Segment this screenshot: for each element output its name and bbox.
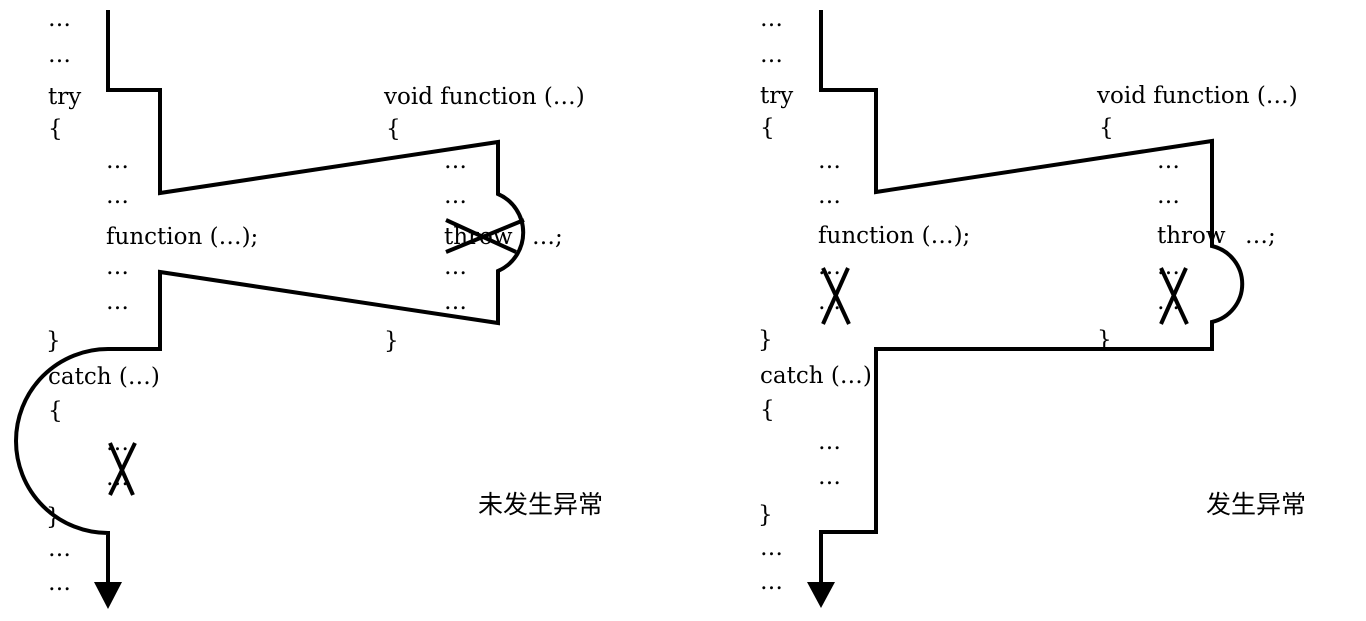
- ellipsis: …: [818, 254, 841, 280]
- catch-keyword: catch (…): [760, 363, 872, 389]
- ellipsis: …: [818, 464, 841, 490]
- ellipsis: …: [444, 183, 467, 209]
- execution-flow-line: [819, 10, 1245, 582]
- ellipsis: …: [106, 183, 129, 209]
- function-declaration: void function (…): [383, 84, 585, 110]
- ellipsis: …: [444, 148, 467, 174]
- flow-arrow-head: [807, 582, 835, 608]
- ellipsis: …: [106, 148, 129, 174]
- ellipsis: …: [1157, 254, 1180, 280]
- caption-no-exception: 未发生异常: [478, 490, 603, 519]
- panel-no-exception: … … try { … … function (…); … … } catch …: [14, 6, 603, 609]
- ellipsis: …: [48, 570, 71, 596]
- try-keyword: try: [48, 84, 81, 110]
- try-keyword: try: [760, 83, 793, 109]
- brace-open: {: [760, 115, 775, 141]
- ellipsis: …: [48, 536, 71, 562]
- skipped-throw-mark: [445, 218, 525, 254]
- function-declaration: void function (…): [1096, 83, 1298, 109]
- brace-close: }: [1097, 327, 1112, 353]
- ellipsis: …: [760, 569, 783, 595]
- brace-open: {: [386, 116, 401, 142]
- ellipsis: …: [818, 148, 841, 174]
- ellipsis: …: [760, 42, 783, 68]
- function-call: function (…);: [818, 223, 970, 249]
- catch-keyword: catch (…): [48, 364, 160, 390]
- ellipsis: …: [106, 289, 129, 315]
- ellipsis: …: [444, 289, 467, 315]
- brace-close: }: [384, 328, 399, 354]
- brace-open: {: [760, 397, 775, 423]
- ellipsis: …: [48, 6, 71, 32]
- throw-expression: …;: [532, 224, 563, 250]
- panel-exception: … … try { … … function (…); … … } catch …: [758, 6, 1306, 608]
- brace-close: }: [758, 502, 773, 528]
- brace-close: }: [758, 327, 773, 353]
- skipped-throw-remainder-mark: [1159, 267, 1189, 325]
- ellipsis: …: [48, 42, 71, 68]
- ellipsis: …: [818, 183, 841, 209]
- function-call: function (…);: [106, 224, 258, 250]
- flow-arrow-head: [94, 582, 122, 609]
- brace-open: {: [1099, 115, 1114, 141]
- skipped-call-remainder-mark: [821, 267, 851, 325]
- skipped-catch-mark: [108, 442, 137, 496]
- ellipsis: …: [760, 6, 783, 32]
- ellipsis: …: [106, 430, 129, 456]
- ellipsis: …: [444, 254, 467, 280]
- ellipsis: …: [1157, 183, 1180, 209]
- ellipsis: …: [106, 254, 129, 280]
- brace-close: }: [46, 328, 61, 354]
- ellipsis: …: [760, 535, 783, 561]
- brace-open: {: [48, 116, 63, 142]
- brace-open: {: [48, 398, 63, 424]
- caption-exception: 发生异常: [1206, 490, 1306, 519]
- throw-expression: …;: [1245, 223, 1276, 249]
- execution-flow-line: [14, 10, 526, 582]
- ellipsis: …: [1157, 148, 1180, 174]
- ellipsis: …: [818, 429, 841, 455]
